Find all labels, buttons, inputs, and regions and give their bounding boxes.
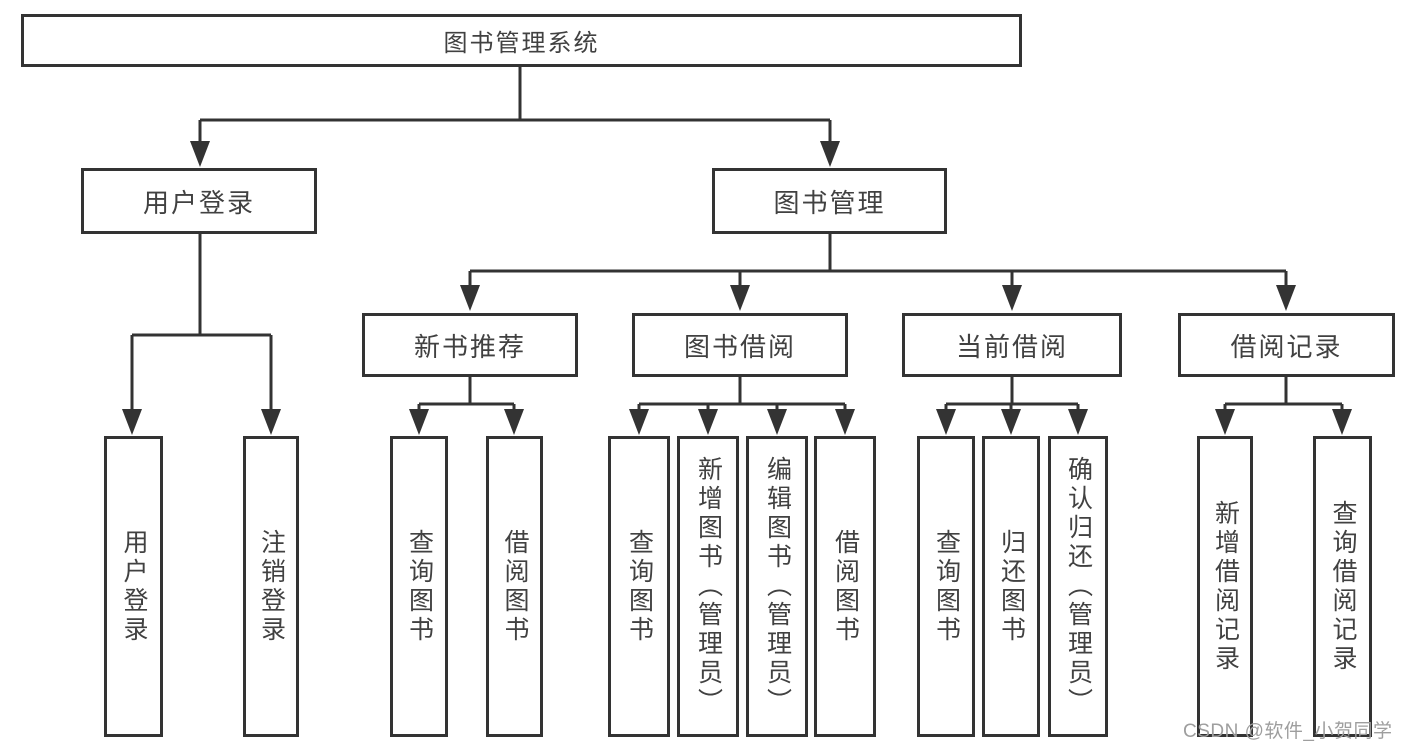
leaf-query-books-borrow-label: 查询图书 <box>625 528 654 645</box>
leaf-user-login-label: 用户登录 <box>120 528 148 645</box>
leaf-query-books-recommend-label: 查询图书 <box>405 528 434 645</box>
leaf-query-borrow-record-label: 查询借阅记录 <box>1329 499 1357 674</box>
leaf-user-login: 用户登录 <box>104 436 163 737</box>
leaf-borrow-books-recommend: 借阅图书 <box>486 436 543 737</box>
leaf-edit-book-admin: 编辑图书（管理员） <box>746 436 808 737</box>
leaf-confirm-return-admin: 确认归还（管理员） <box>1048 436 1108 737</box>
leaf-borrow-books: 借阅图书 <box>814 436 876 737</box>
leaf-add-borrow-record: 新增借阅记录 <box>1197 436 1253 737</box>
node-borrowing-records: 借阅记录 <box>1178 313 1395 377</box>
leaf-add-book-admin-label: 新增图书（管理员） <box>694 456 723 717</box>
leaf-logout-label: 注销登录 <box>257 528 286 645</box>
node-current-borrowing: 当前借阅 <box>902 313 1122 377</box>
csdn-watermark: CSDN @软件_小贺同学 <box>1183 721 1393 742</box>
node-library-management-system: 图书管理系统 <box>21 14 1022 67</box>
leaf-return-book: 归还图书 <box>982 436 1040 737</box>
arrowhead-icons <box>122 141 1352 435</box>
leaf-query-borrow-record: 查询借阅记录 <box>1313 436 1372 737</box>
leaf-edit-book-admin-label: 编辑图书（管理员） <box>763 456 792 717</box>
node-book-borrowing: 图书借阅 <box>632 313 848 377</box>
node-new-book-recommend: 新书推荐 <box>362 313 578 377</box>
leaf-add-book-admin: 新增图书（管理员） <box>677 436 739 737</box>
leaf-borrow-books-recommend-label: 借阅图书 <box>501 528 529 645</box>
leaf-add-borrow-record-label: 新增借阅记录 <box>1211 499 1240 674</box>
leaf-query-books-borrow: 查询图书 <box>608 436 670 737</box>
leaf-confirm-return-admin-label: 确认归还（管理员） <box>1064 456 1093 717</box>
leaf-return-book-label: 归还图书 <box>997 528 1026 645</box>
leaf-query-books-current-label: 查询图书 <box>932 528 961 645</box>
leaf-borrow-books-label: 借阅图书 <box>831 528 860 645</box>
node-book-management: 图书管理 <box>712 168 947 234</box>
leaf-logout: 注销登录 <box>243 436 299 737</box>
leaf-query-books-current: 查询图书 <box>917 436 975 737</box>
node-user-login: 用户登录 <box>81 168 317 234</box>
leaf-query-books-recommend: 查询图书 <box>390 436 448 737</box>
